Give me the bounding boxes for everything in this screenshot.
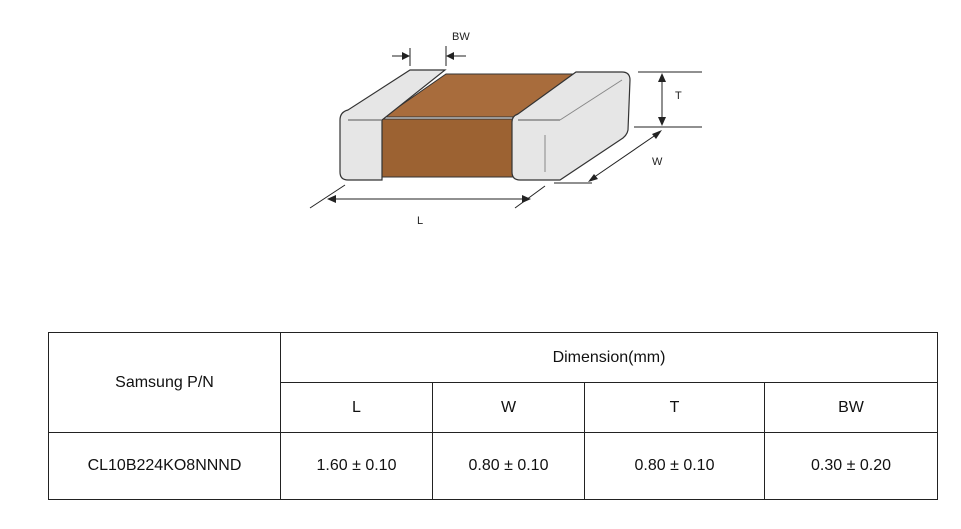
pn-header: Samsung P/N <box>48 332 281 433</box>
value-l-cell: 1.60 ± 0.10 <box>280 432 433 500</box>
t-arrowhead-bottom <box>658 117 666 126</box>
l-label: L <box>417 215 423 227</box>
column-header-w: W <box>432 382 585 433</box>
table-row: CL10B224KO8NNND 1.60 ± 0.10 0.80 ± 0.10 … <box>48 432 939 500</box>
l-arrowhead-right <box>522 195 531 203</box>
w-dimension-line <box>589 131 661 181</box>
part-number-cell: CL10B224KO8NNND <box>48 432 281 500</box>
column-header-l: L <box>280 382 433 433</box>
bw-arrowhead-left <box>402 52 410 60</box>
w-arrowhead-bottom <box>588 174 598 182</box>
l-extension-left <box>309 184 346 209</box>
right-terminal-inner-edge <box>559 79 623 121</box>
left-terminal <box>339 69 447 181</box>
l-arrowhead-left <box>327 195 336 203</box>
column-header-t: T <box>584 382 765 433</box>
t-arrowhead-top <box>658 73 666 82</box>
dimension-group-header: Dimension(mm) <box>279 332 939 383</box>
column-header-bw: BW <box>763 382 939 433</box>
bw-label: BW <box>452 31 470 43</box>
bw-arrowhead-right <box>446 52 454 60</box>
w-arrowhead-top <box>652 130 662 139</box>
t-label: T <box>675 90 682 102</box>
right-terminal <box>511 71 631 181</box>
value-bw-cell: 0.30 ± 0.20 <box>763 432 939 500</box>
capacitor-dimension-diagram: BW T W L <box>309 31 702 227</box>
value-t-cell: 0.80 ± 0.10 <box>584 432 765 500</box>
w-label: W <box>652 156 663 168</box>
l-extension-right <box>514 185 546 209</box>
dimension-table: Samsung P/N Dimension(mm) L W T BW CL10B… <box>48 332 939 500</box>
value-w-cell: 0.80 ± 0.10 <box>432 432 585 500</box>
ceramic-body-front <box>381 118 517 178</box>
